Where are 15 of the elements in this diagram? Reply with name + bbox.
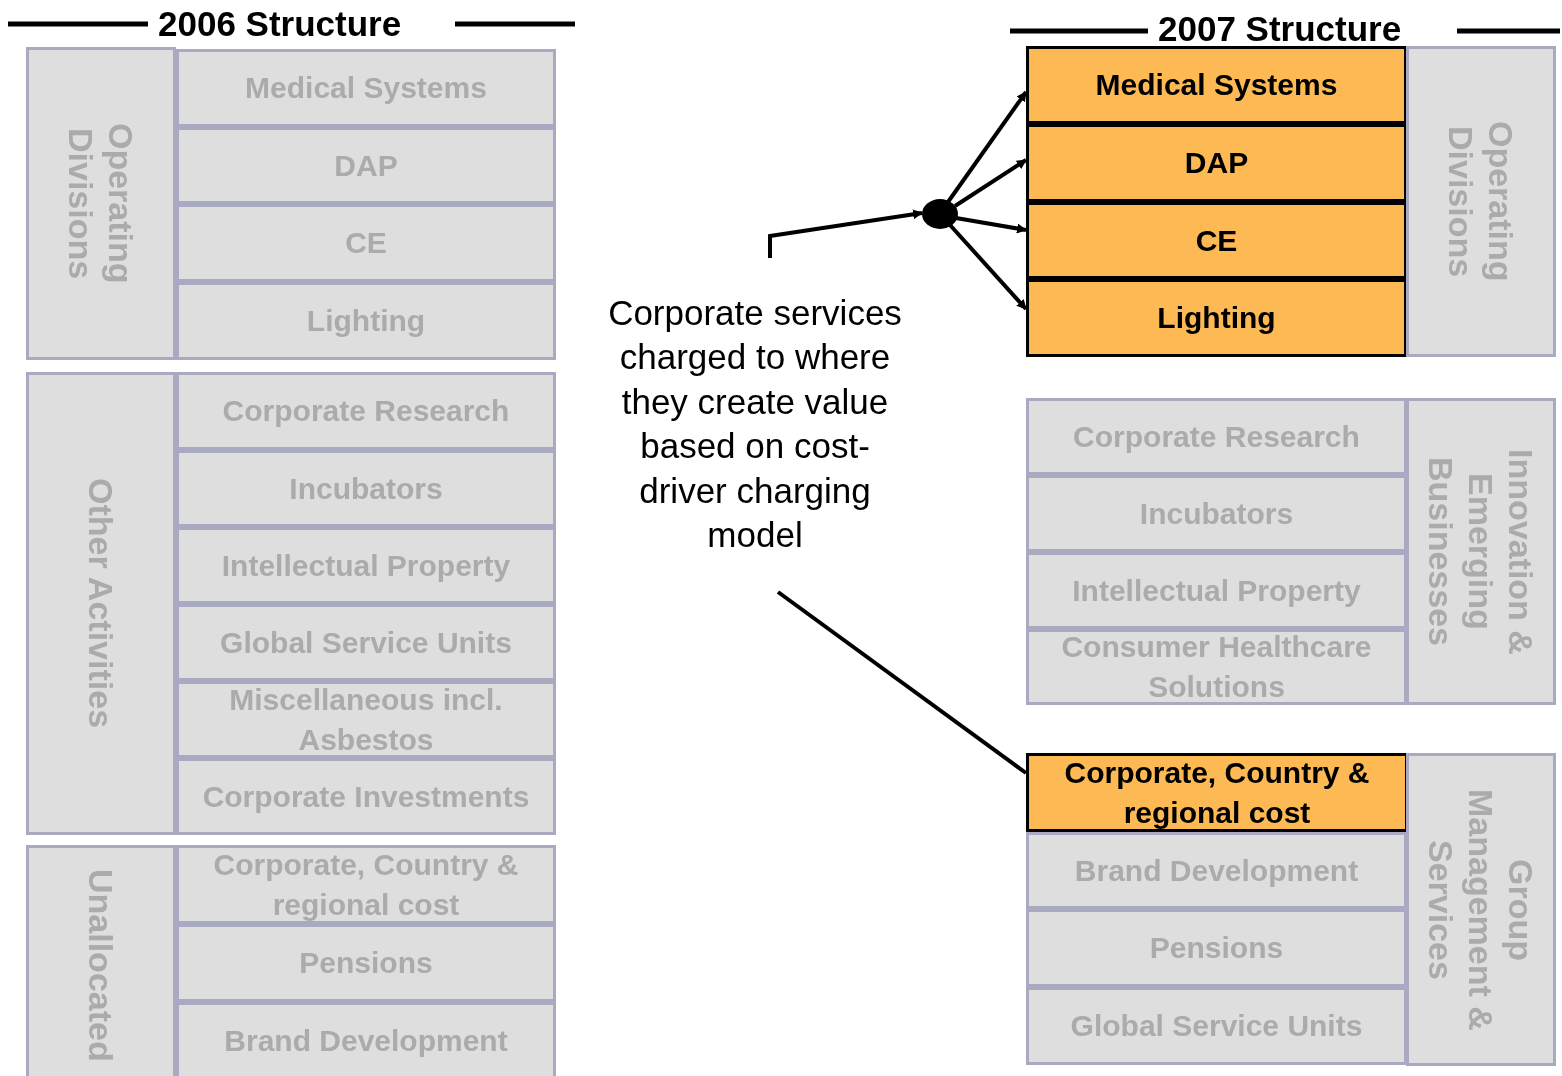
- arrow: [955, 216, 1027, 234]
- highlighted-unit-box: Corporate, Country & regional cost: [1026, 753, 1408, 832]
- arrow: [948, 223, 1028, 311]
- arrow: [946, 90, 1028, 204]
- structure-heading: 2007 Structure: [1158, 9, 1402, 49]
- highlighted-unit-box: Lighting: [1026, 279, 1407, 357]
- highlighted-unit-box: CE: [1026, 202, 1407, 279]
- arrow: [768, 209, 923, 258]
- junction-dot: [922, 199, 958, 229]
- connector-line: [776, 590, 1028, 775]
- highlighted-unit-box: DAP: [1026, 124, 1407, 202]
- annotation-text: Corporate services charged to where they create value based on cost-driver charging model: [605, 268, 905, 580]
- structure-heading: 2006 Structure: [158, 4, 402, 44]
- highlighted-unit-box: Medical Systems: [1026, 46, 1407, 124]
- arrow: [953, 158, 1028, 208]
